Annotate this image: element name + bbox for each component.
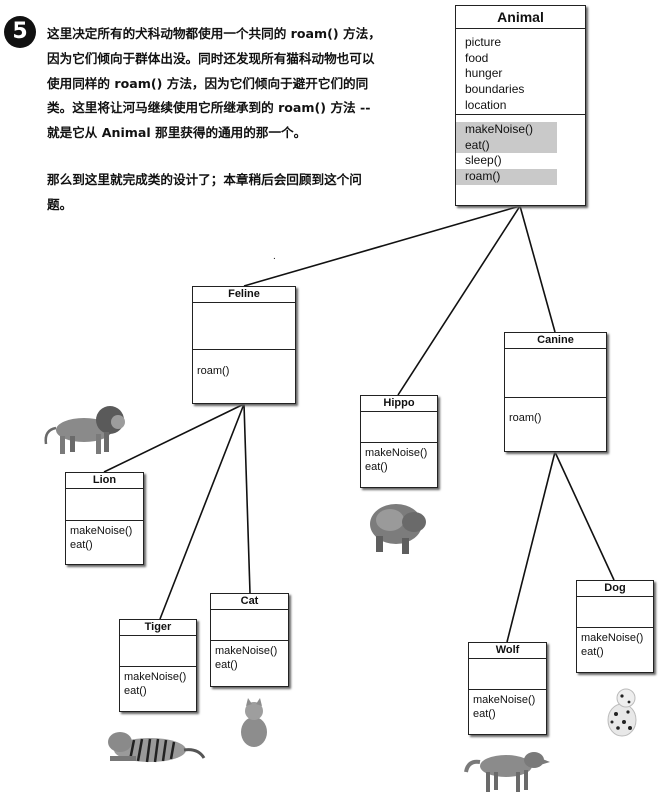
tiger-photo [108,732,206,763]
class-animal-title: Animal [456,6,585,29]
class-animal: Animal picture food hunger boundaries lo… [455,5,586,206]
method-makenoise: makeNoise() [365,447,428,459]
wolf-photo [464,752,550,792]
line-animal-feline [243,205,521,287]
class-canine: Canine roam() [504,332,607,452]
class-feline-fields [193,303,295,350]
method-eat: eat() [124,684,147,697]
field-hunger: hunger [465,66,503,81]
cat-photo [241,698,267,747]
class-dog-fields [577,597,653,628]
method-roam: roam() [509,412,542,424]
line-feline-tiger [159,403,245,620]
class-wolf: Wolf makeNoise() eat() [468,642,547,735]
class-canine-methods: roam() [505,398,606,426]
intro-text: 这里决定所有的犬科动物都使用一个共同的 roam() 方法，因为它们倾向于群体出… [47,22,385,218]
class-hippo-methods: makeNoise() eat() [361,443,437,474]
line-canine-dog [554,451,615,581]
class-dog-methods: makeNoise() eat() [577,628,653,659]
method-roam: roam() [456,169,557,185]
step-number-badge: 5 [4,16,36,48]
class-feline-title: Feline [193,287,295,303]
class-tiger-methods: makeNoise() eat() [120,667,196,698]
method-makenoise: makeNoise() [70,525,133,537]
line-canine-wolf [506,451,556,643]
class-cat-fields [211,610,288,641]
dog-photo [607,688,637,737]
class-cat-methods: makeNoise() eat() [211,641,288,672]
class-canine-fields [505,349,606,398]
class-lion: Lion makeNoise() eat() [65,472,144,565]
hippo-photo [370,504,426,554]
class-hippo: Hippo makeNoise() eat() [360,395,438,488]
class-dog-title: Dog [577,581,653,597]
class-wolf-fields [469,659,546,690]
intro-paragraph-2: 那么到这里就完成类的设计了；本章稍后会回顾到这个问题。 [47,171,362,212]
class-animal-fields: picture food hunger boundaries location [456,29,585,115]
lion-photo [44,406,125,454]
method-eat: eat() [473,707,496,720]
method-makenoise: makeNoise() [456,122,557,138]
field-picture: picture [465,35,502,49]
class-feline-methods: roam() [193,350,295,379]
class-hippo-fields [361,412,437,443]
method-sleep: sleep() [465,153,502,168]
method-makenoise: makeNoise() [124,671,187,683]
class-lion-title: Lion [66,473,143,489]
class-cat: Cat makeNoise() eat() [210,593,289,687]
class-wolf-title: Wolf [469,643,546,659]
class-canine-title: Canine [505,333,606,349]
method-makenoise: makeNoise() [581,632,644,644]
field-food: food [465,50,489,65]
method-eat: eat() [70,538,93,551]
intro-paragraph-1: 这里决定所有的犬科动物都使用一个共同的 roam() 方法，因为它们倾向于群体出… [47,26,381,141]
class-hippo-title: Hippo [361,396,437,412]
line-animal-hippo [397,205,521,396]
class-feline: Feline roam() [192,286,296,404]
class-lion-methods: makeNoise() eat() [66,521,143,552]
stray-dot: . [273,251,276,262]
method-makenoise: makeNoise() [215,645,278,657]
line-feline-cat [243,403,251,594]
class-dog: Dog makeNoise() eat() [576,580,654,673]
method-eat: eat() [456,137,557,154]
class-tiger-title: Tiger [120,620,196,636]
class-wolf-methods: makeNoise() eat() [469,690,546,721]
field-boundaries: boundaries [465,82,525,97]
class-tiger-fields [120,636,196,667]
class-tiger: Tiger makeNoise() eat() [119,619,197,712]
class-lion-fields [66,489,143,521]
method-eat: eat() [365,460,388,473]
class-cat-title: Cat [211,594,288,610]
field-location: location [465,97,507,112]
method-eat: eat() [215,658,238,671]
line-animal-canine [519,205,556,333]
class-animal-methods: makeNoise() eat() sleep() roam() [456,115,585,185]
method-roam: roam() [197,365,230,377]
line-feline-lion [103,403,245,473]
method-makenoise: makeNoise() [473,694,536,706]
method-eat: eat() [581,645,604,658]
